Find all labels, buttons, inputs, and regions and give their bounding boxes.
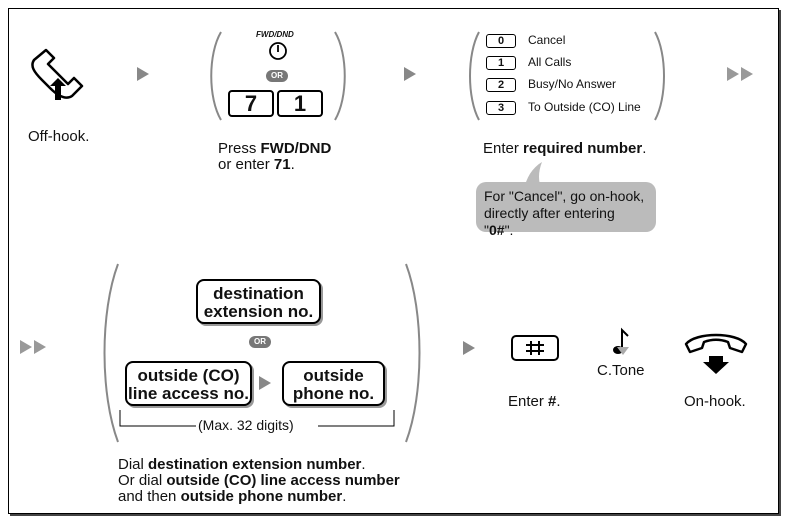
step4-caption-line2: Or dial outside (CO) line access number xyxy=(118,472,400,489)
fwd-dnd-button-icon[interactable] xyxy=(268,41,288,61)
option-key-2[interactable]: 2 xyxy=(486,78,516,92)
step3-caption: Enter required number. xyxy=(483,140,647,157)
dial-key-7[interactable]: 7 xyxy=(228,90,274,117)
step5-caption: Enter #. xyxy=(508,393,561,410)
phone-line1: outside xyxy=(303,366,364,385)
cancel-note-line2: directly after entering "0#". xyxy=(484,205,615,238)
diagram-frame xyxy=(8,8,779,514)
or-badge: OR xyxy=(249,336,271,348)
option-label-cancel: Cancel xyxy=(528,33,566,47)
on-hook-handset-icon xyxy=(684,333,748,374)
left-paren xyxy=(469,31,480,121)
flow-double-arrow xyxy=(741,67,753,81)
max-digits-bracket xyxy=(119,410,395,427)
step4-caption-line3: and then outside phone number. xyxy=(118,488,347,505)
destination-line1: destination xyxy=(213,284,304,303)
flow-double-arrow xyxy=(727,67,739,81)
flow-double-arrow xyxy=(34,340,46,354)
hash-key-icon[interactable] xyxy=(511,335,559,361)
cancel-note-line1: For "Cancel", go on-hook, xyxy=(484,188,645,204)
left-paren xyxy=(210,31,222,121)
cancel-note-bubble: For "Cancel", go on-hook, directly after… xyxy=(476,182,656,238)
option-key-3[interactable]: 3 xyxy=(486,101,516,115)
flow-double-arrow xyxy=(20,340,32,354)
outside-phone-number-key[interactable]: outside phone no. xyxy=(282,361,385,406)
co-line1: outside (CO) xyxy=(137,366,240,385)
option-label-busy-no-answer: Busy/No Answer xyxy=(528,77,617,91)
phone-line2: phone no. xyxy=(292,384,375,403)
right-paren xyxy=(654,31,665,121)
destination-extension-key[interactable]: destination extension no. xyxy=(196,279,321,324)
destination-line2: extension no. xyxy=(203,302,314,321)
flow-arrow xyxy=(137,67,149,81)
off-hook-handset-icon xyxy=(31,48,84,100)
flow-arrow xyxy=(404,67,416,81)
flow-arrow xyxy=(259,376,271,390)
step2-caption-line2: or enter 71. xyxy=(218,156,295,173)
off-hook-label: Off-hook. xyxy=(28,128,90,145)
outside-co-line-access-key[interactable]: outside (CO) line access no. xyxy=(125,361,252,406)
option-label-all-calls: All Calls xyxy=(528,55,572,69)
on-hook-label: On-hook. xyxy=(684,393,746,410)
right-paren xyxy=(334,31,346,121)
step2-caption-line1: Press FWD/DND xyxy=(218,140,332,157)
option-label-to-outside-co-line: To Outside (CO) Line xyxy=(528,100,641,114)
right-paren xyxy=(405,263,421,443)
co-line2: line access no. xyxy=(128,384,249,403)
or-badge: OR xyxy=(266,70,288,82)
flow-arrow xyxy=(463,341,475,355)
step4-caption-line1: Dial destination extension number. xyxy=(118,456,366,473)
confirmation-tone-icon xyxy=(613,327,629,355)
left-paren xyxy=(103,263,119,443)
dial-key-1[interactable]: 1 xyxy=(277,90,323,117)
option-key-0[interactable]: 0 xyxy=(486,34,516,48)
fwd-dnd-key-label: FWD/DND xyxy=(256,30,294,39)
c-tone-label: C.Tone xyxy=(597,362,645,379)
option-key-1[interactable]: 1 xyxy=(486,56,516,70)
max-digits-label: (Max. 32 digits) xyxy=(198,417,294,433)
